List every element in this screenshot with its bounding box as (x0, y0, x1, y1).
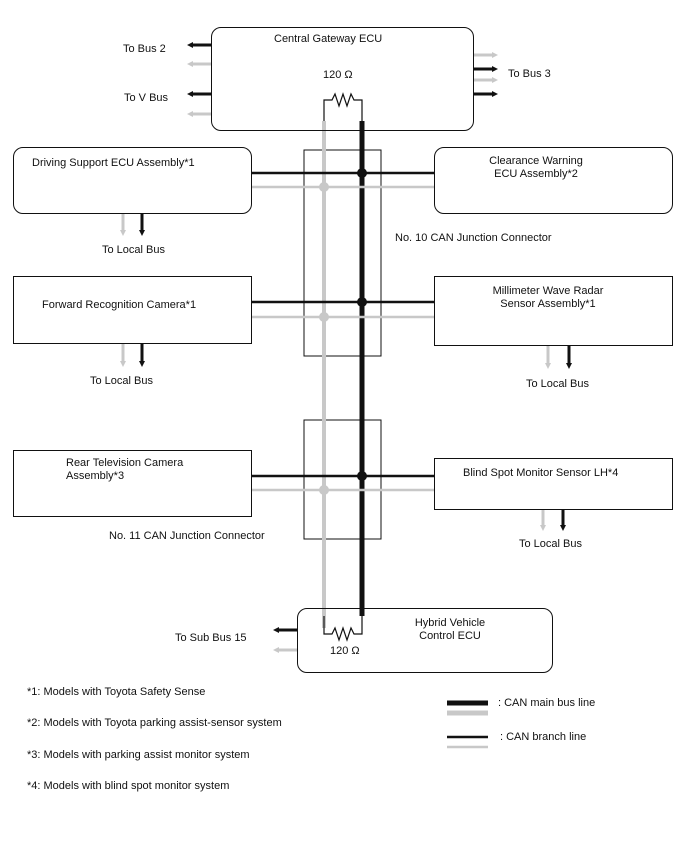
local-bus-label-1: To Local Bus (102, 244, 165, 256)
bottom-resistor-label: 120 Ω (330, 645, 360, 657)
forward-camera-label: Forward Recognition Camera*1 (42, 299, 197, 311)
central-gateway-box (211, 27, 474, 131)
legend-branch-lines (447, 735, 488, 749)
footnote-1: *1: Models with Toyota Safety Sense (27, 686, 206, 698)
jc11-box (303, 419, 382, 540)
clearance-warning-label: Clearance Warning ECU Assembly*2 (489, 155, 583, 180)
jc10-box (303, 149, 382, 357)
arrows-local-forward-camera (120, 344, 145, 367)
blind-spot-label: Blind Spot Monitor Sensor LH*4 (463, 467, 619, 479)
local-bus-label-2: To Local Bus (90, 375, 153, 387)
mmwave-radar-label: Millimeter Wave Radar Sensor Assembly*1 (492, 285, 604, 310)
bottom-resistor (323, 616, 363, 642)
vbus-label: To V Bus (124, 92, 169, 104)
blind-spot-box (434, 458, 673, 510)
driving-support-box (13, 147, 252, 214)
driving-support-label: Driving Support ECU Assembly*1 (32, 157, 195, 169)
sub-bus15-label: To Sub Bus 15 (175, 632, 247, 644)
arrows-local-mmw-radar (545, 346, 572, 369)
top-resistor (323, 92, 363, 121)
bus3-label: To Bus 3 (508, 68, 551, 80)
legend-main-bus-lines (447, 700, 488, 716)
arrows-to-sub-bus15 (273, 627, 297, 653)
footnote-4: *4: Models with blind spot monitor syste… (27, 780, 230, 792)
hybrid-vehicle-box (297, 608, 553, 673)
jc11-label: No. 11 CAN Junction Connector (109, 530, 265, 542)
central-gateway-label: Central Gateway ECU (274, 33, 383, 45)
jc10-label: No. 10 CAN Junction Connector (395, 232, 552, 244)
arrows-local-driving-support (120, 214, 145, 236)
footnote-3: *3: Models with parking assist monitor s… (27, 749, 250, 761)
rear-tv-camera-box (13, 450, 252, 517)
local-bus-label-4: To Local Bus (519, 538, 582, 550)
legend-branch-label: : CAN branch line (500, 731, 587, 743)
mmwave-radar-box (434, 276, 673, 346)
bus2-label: To Bus 2 (123, 43, 166, 55)
hybrid-vehicle-label: Hybrid Vehicle Control ECU (414, 617, 486, 642)
branch-row-1 (252, 168, 434, 192)
top-resistor-label: 120 Ω (323, 69, 353, 81)
legend-main-bus-label: : CAN main bus line (498, 697, 596, 709)
footnote-2: *2: Models with Toyota parking assist-se… (27, 717, 282, 729)
arrows-to-vbus (187, 91, 212, 117)
branch-row-2 (252, 297, 434, 322)
arrows-to-bus2 (187, 42, 212, 67)
clearance-warning-box (434, 147, 673, 214)
arrows-to-bus3 (474, 52, 498, 97)
local-bus-label-3: To Local Bus (526, 378, 589, 390)
arrows-local-blind-spot (540, 510, 566, 531)
forward-camera-box (13, 276, 252, 344)
branch-row-3 (252, 471, 434, 495)
rear-tv-camera-label: Rear Television Camera Assembly*3 (66, 457, 184, 482)
